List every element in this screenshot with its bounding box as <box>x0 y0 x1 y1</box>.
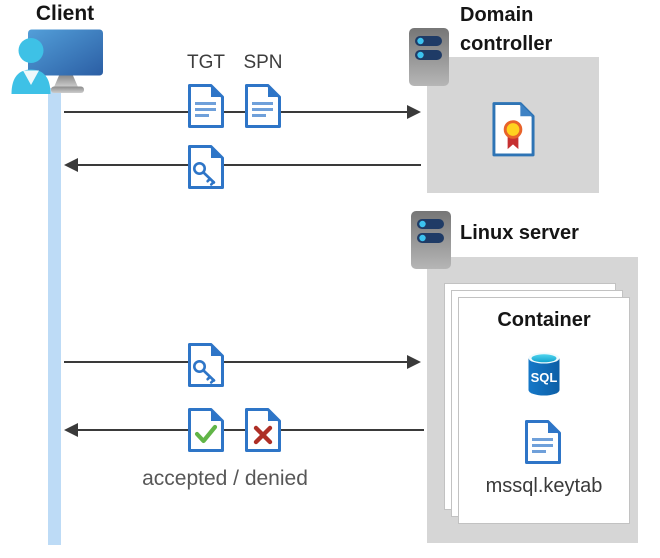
certificate-icon <box>491 101 536 158</box>
key-document-icon <box>186 342 226 388</box>
server-icon <box>410 210 452 270</box>
check-document-icon <box>186 407 226 453</box>
sql-label: SQL <box>531 370 558 385</box>
key-document-icon <box>186 144 226 190</box>
container-card <box>458 297 630 524</box>
client-label: Client <box>35 2 95 25</box>
spn-label: SPN <box>243 52 283 73</box>
tgt-document-icon <box>186 83 226 129</box>
linux-server-title: Linux server <box>460 222 579 244</box>
sql-database-icon: SQL <box>526 350 562 400</box>
user-monitor-icon <box>8 28 104 94</box>
tgt-label: TGT <box>187 52 225 73</box>
result-label: accepted / denied <box>142 467 308 490</box>
keytab-filename: mssql.keytab <box>485 475 603 497</box>
container-title: Container <box>497 309 591 331</box>
x-document-icon <box>243 407 283 453</box>
spn-document-icon <box>243 83 283 129</box>
keytab-document-icon <box>523 419 563 465</box>
domain-controller-title: Domain controller <box>460 4 553 55</box>
client-timeline-band <box>48 88 61 545</box>
server-icon <box>408 27 450 87</box>
